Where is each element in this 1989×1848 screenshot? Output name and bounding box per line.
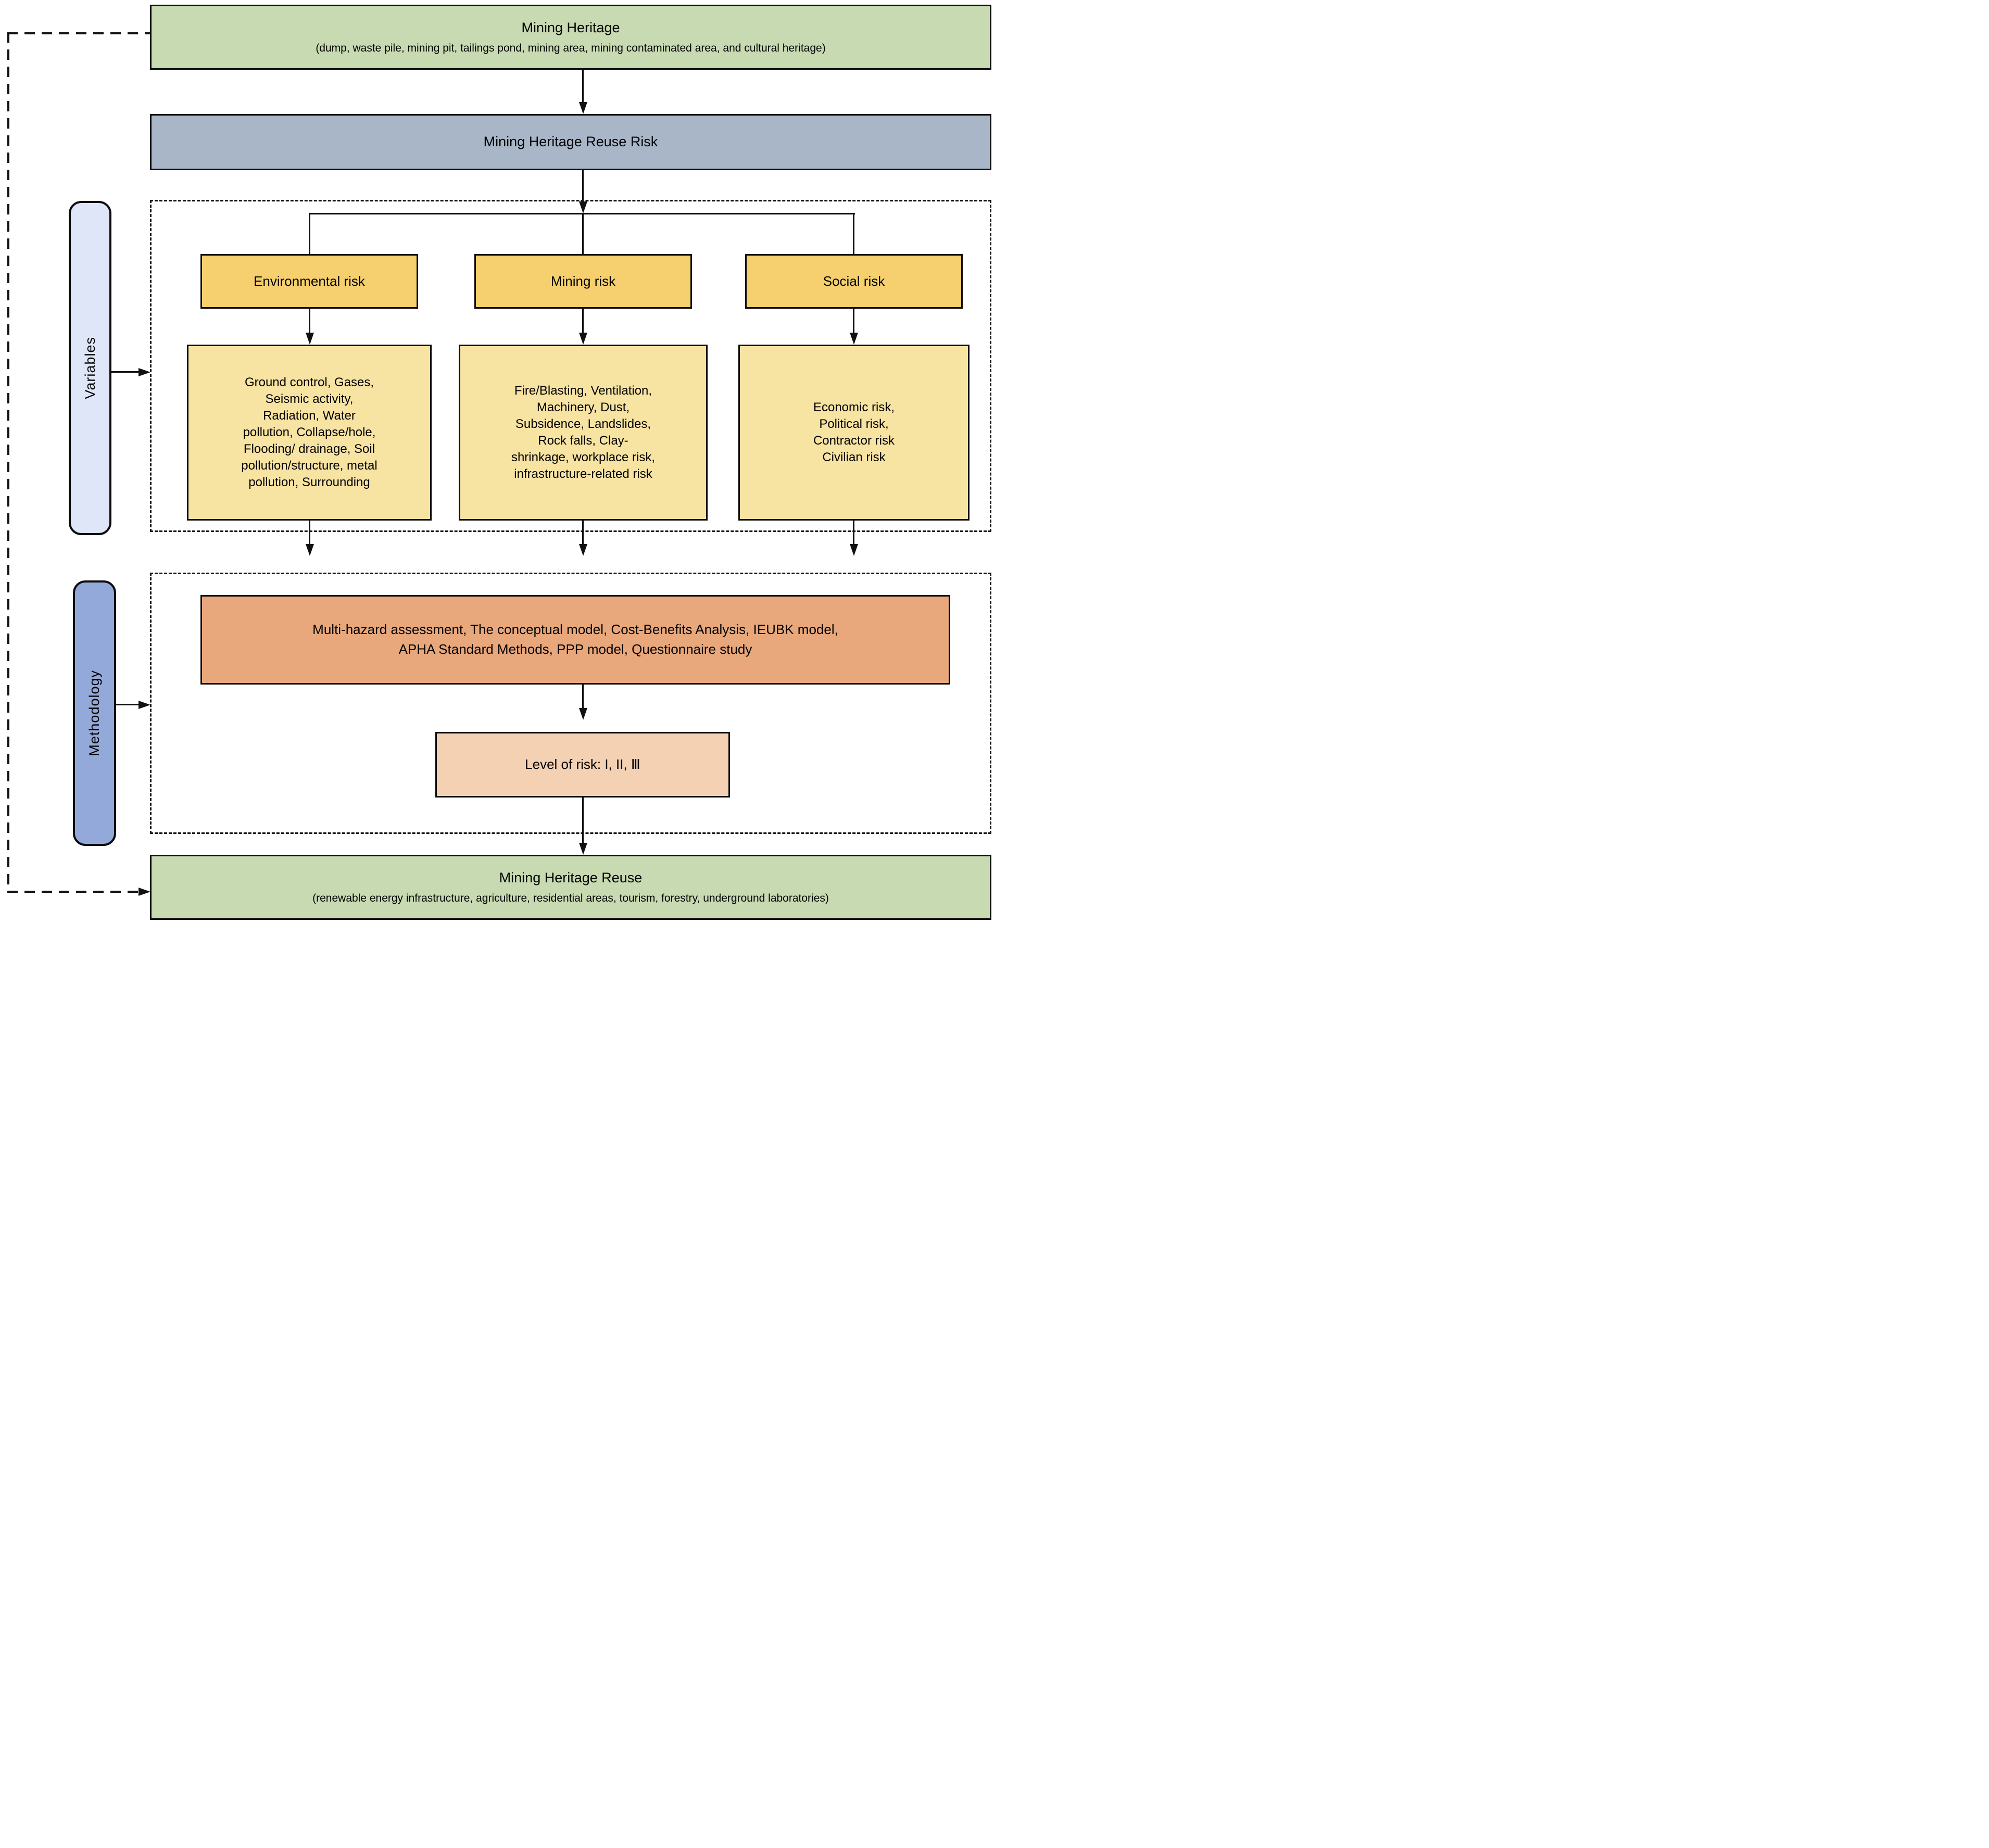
mining-heritage-title: Mining Heritage (521, 20, 620, 36)
environmental-risk-label: Environmental risk (254, 273, 365, 289)
arrowhead-down-icon (579, 544, 587, 556)
arrow-variables-to-container (111, 371, 139, 373)
social-risk-detail-box: Economic risk, Political risk, Contracto… (738, 345, 970, 521)
methods-text: Multi-hazard assessment, The conceptual … (312, 622, 838, 657)
split-drop-social (853, 213, 854, 254)
arrow-env-detail-down (309, 521, 310, 545)
arrowhead-down-icon (850, 333, 858, 345)
arrowhead-down-icon (579, 333, 587, 345)
arrow-methods-to-level (582, 685, 584, 709)
mining-risk-label: Mining risk (550, 273, 616, 289)
methodology-container (150, 573, 991, 834)
environmental-risk-details: Ground control, Gases, Seismic activity,… (241, 375, 377, 489)
mining-heritage-subtitle: (dump, waste pile, mining pit, tailings … (316, 42, 826, 55)
feedback-line-left-segment (7, 32, 9, 893)
social-risk-label: Social risk (823, 273, 885, 289)
reuse-risk-box: Mining Heritage Reuse Risk (150, 114, 991, 170)
reuse-risk-label: Mining Heritage Reuse Risk (483, 134, 658, 150)
level-of-risk-box: Level of risk: I, II, Ⅲ (435, 732, 730, 798)
split-bar (309, 213, 855, 214)
mining-risk-box: Mining risk (474, 254, 692, 309)
variables-side-label-text: Variables (82, 337, 98, 399)
feedback-arrowhead-icon (139, 888, 150, 896)
arrowhead-down-icon (306, 333, 314, 345)
social-risk-details: Economic risk, Political risk, Contracto… (813, 400, 895, 464)
mining-risk-details: Fire/Blasting, Ventilation, Machinery, D… (511, 384, 656, 481)
arrowhead-down-icon (579, 708, 587, 720)
mining-heritage-box: Mining Heritage (dump, waste pile, minin… (150, 5, 991, 70)
arrow-env-header-to-detail (309, 309, 310, 334)
arrow-methodology-to-container (116, 704, 139, 705)
arrowhead-right-icon (139, 701, 150, 709)
arrow-mining-header-to-detail (582, 309, 584, 334)
arrowhead-down-icon (306, 544, 314, 556)
mining-heritage-reuse-subtitle: (renewable energy infrastructure, agricu… (312, 892, 829, 905)
environmental-risk-detail-box: Ground control, Gases, Seismic activity,… (187, 345, 432, 521)
arrowhead-down-icon (850, 544, 858, 556)
arrowhead-down-icon (579, 843, 587, 855)
arrow-mining-detail-down (582, 521, 584, 545)
variables-container (150, 200, 991, 532)
methods-box: Multi-hazard assessment, The conceptual … (200, 595, 950, 685)
arrow-level-to-reuse (582, 798, 584, 843)
level-of-risk-text: Level of risk: I, II, Ⅲ (525, 756, 640, 773)
arrow-social-detail-down (853, 521, 854, 545)
arrow-risk-to-split (582, 170, 584, 202)
mining-heritage-reuse-box: Mining Heritage Reuse (renewable energy … (150, 855, 991, 920)
variables-side-label: Variables (69, 201, 111, 535)
arrowhead-right-icon (139, 368, 150, 376)
methodology-side-label: Methodology (73, 580, 116, 846)
arrowhead-down-icon (579, 201, 587, 213)
methodology-side-label-text: Methodology (86, 670, 102, 756)
feedback-line-top-segment (7, 32, 150, 34)
mining-heritage-reuse-title: Mining Heritage Reuse (499, 870, 643, 886)
arrowhead-down-icon (579, 102, 587, 114)
environmental-risk-box: Environmental risk (200, 254, 418, 309)
arrow-social-header-to-detail (853, 309, 854, 334)
feedback-line-bottom-segment (7, 891, 139, 893)
mining-risk-detail-box: Fire/Blasting, Ventilation, Machinery, D… (459, 345, 708, 521)
arrow-heritage-to-risk (582, 70, 584, 103)
split-drop-mining (582, 213, 584, 254)
split-drop-environmental (309, 213, 310, 254)
social-risk-box: Social risk (745, 254, 963, 309)
flowchart-canvas: Mining Heritage (dump, waste pile, minin… (0, 0, 994, 924)
